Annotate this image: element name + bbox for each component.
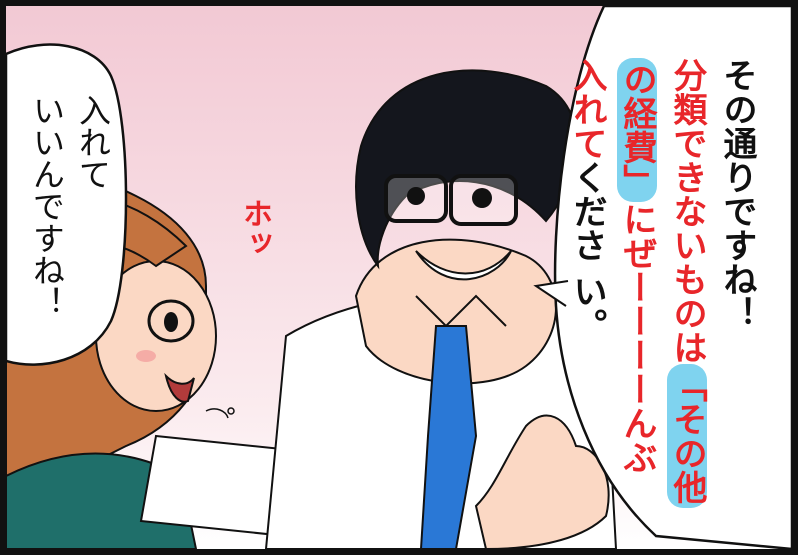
speech-right-text: その通りですね！ 分類できないものは「その他 の経費」にぜーーーーんぶ 入れてく… bbox=[562, 58, 762, 508]
speech-right-col2: 分類できないものは「その他 bbox=[662, 58, 712, 508]
speech-right-col1: その通りですね！ bbox=[717, 58, 757, 330]
speech-right-col3: の経費」にぜーーーーんぶ bbox=[612, 58, 662, 508]
speech-balloon-right bbox=[553, 6, 792, 549]
speech-left-text: 入れて いいんですね！ bbox=[24, 94, 116, 318]
speech-left-col1: 入れて bbox=[74, 94, 112, 190]
speech-right-col4: 入れてくださ い。 bbox=[567, 58, 607, 342]
panel-artwork bbox=[6, 6, 792, 549]
speech-left-col2: いいんですね！ bbox=[28, 94, 66, 318]
speech-balloon-left bbox=[6, 43, 128, 366]
sound-effect-hotto: ホッ bbox=[237, 198, 272, 258]
